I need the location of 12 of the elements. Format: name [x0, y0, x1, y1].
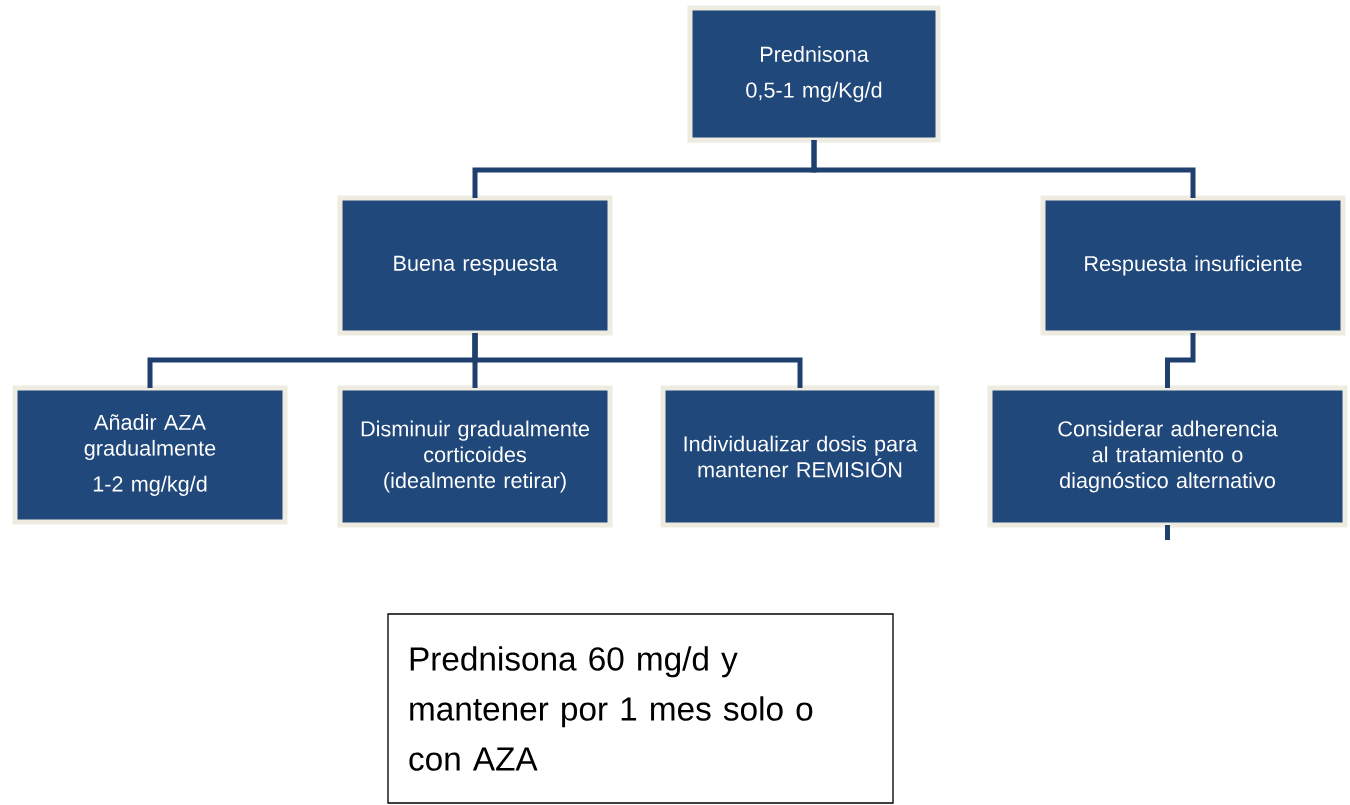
process-box: Disminuir gradualmente corticoides (idealmente retirar) — [337, 385, 613, 528]
process-box: Considerar adherencia al tratamiento o diagnóstico alternativo — [987, 385, 1348, 528]
connector — [811, 140, 1196, 198]
connector — [472, 333, 803, 388]
process-box: Prednisona 0,5-1 mg/Kg/d — [687, 5, 941, 143]
process-box: Respuesta insuficiente — [1040, 195, 1346, 336]
connector — [1165, 333, 1196, 388]
process-box: Buena respuesta — [337, 195, 613, 336]
process-box: Individualizar dosis para mantener REMISIÓN — [660, 385, 940, 528]
process-box: Añadir AZA gradualmente 1-2 mg/kg/d — [12, 385, 288, 525]
connector — [1165, 525, 1170, 540]
note-box: Prednisona 60 mg/d y mantener por 1 mes solo o con AZA — [387, 613, 894, 804]
